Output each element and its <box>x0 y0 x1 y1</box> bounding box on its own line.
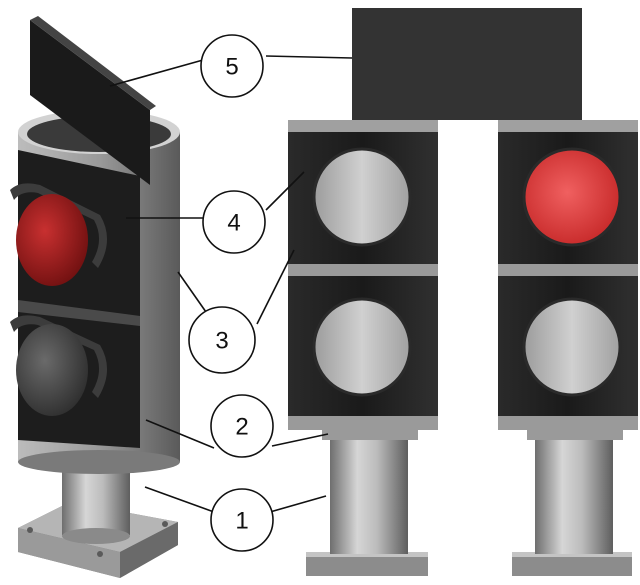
leader-1-left <box>144 486 215 513</box>
leader-lines <box>109 55 353 513</box>
leader-5-right <box>265 55 353 59</box>
left-housing <box>10 150 140 448</box>
middle-lower-lens <box>312 297 412 397</box>
callout-2-label: 2 <box>235 414 248 441</box>
callout-2: 2 <box>210 394 274 458</box>
leader-2-right <box>271 433 329 447</box>
leader-5-left <box>109 59 204 87</box>
right-lower-lens <box>522 297 622 397</box>
right-signal-front <box>498 120 638 576</box>
left-back-plate <box>30 16 156 185</box>
callout-5-label: 5 <box>225 54 238 81</box>
leader-3-left <box>177 271 207 313</box>
middle-upper-lens <box>312 147 412 247</box>
left-red-lens <box>16 194 88 286</box>
right-post <box>535 438 613 554</box>
callout-5: 5 <box>200 34 264 98</box>
top-back-plate <box>352 8 582 120</box>
callout-3-label: 3 <box>215 328 228 355</box>
middle-post <box>330 438 408 554</box>
leader-4-right <box>265 171 305 211</box>
callout-4: 4 <box>202 190 266 254</box>
left-signal-isometric <box>10 16 180 578</box>
callout-4-label: 4 <box>227 210 240 237</box>
callout-1-label: 1 <box>235 508 248 535</box>
leader-3-right <box>256 249 295 325</box>
right-red-lens <box>522 147 622 247</box>
callout-1: 1 <box>210 488 274 552</box>
middle-signal-front <box>288 8 582 576</box>
callout-3: 3 <box>188 306 256 374</box>
leader-1-right <box>269 495 327 513</box>
left-off-lens <box>16 324 88 416</box>
leader-2-left <box>145 419 215 449</box>
